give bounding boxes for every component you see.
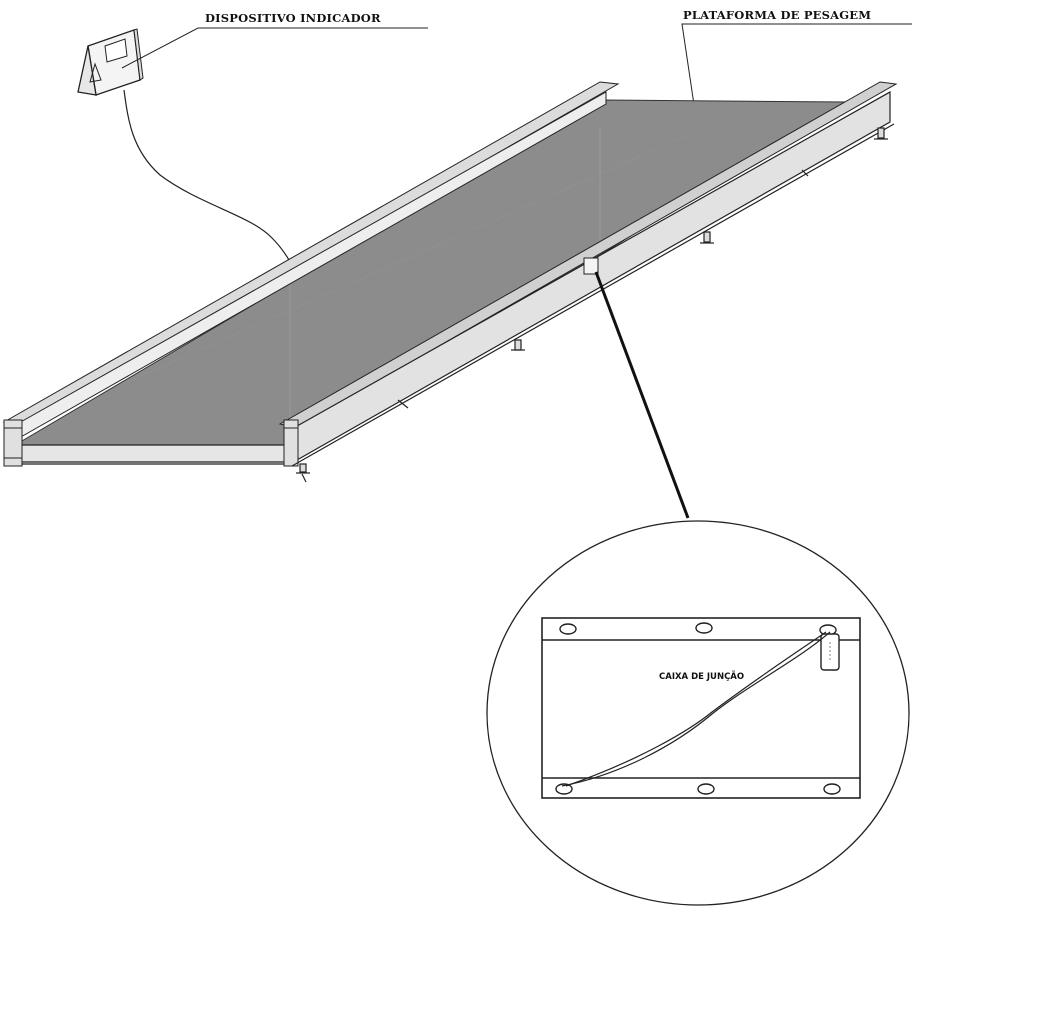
load-cell-mounts bbox=[555, 622, 841, 795]
weighing-platform bbox=[2, 81, 898, 483]
detail-frame bbox=[541, 617, 861, 799]
platform-label: PLATAFORMA DE PESAGEM bbox=[683, 8, 871, 22]
junction-box-label: CAIXA DE JUNÇÃO bbox=[659, 671, 744, 682]
indicator-device bbox=[77, 28, 144, 96]
support-feet bbox=[296, 127, 888, 483]
detail-cable-2 bbox=[561, 631, 831, 787]
indicator-leader-line bbox=[121, 27, 428, 69]
indicator-label: DISPOSITIVO INDICADOR bbox=[205, 11, 381, 25]
detail-cable-1 bbox=[565, 631, 827, 787]
junction-box-detail: CAIXA DE JUNÇÃO bbox=[486, 520, 910, 906]
detail-pointer-line bbox=[594, 271, 690, 519]
front-end-beam bbox=[9, 444, 291, 463]
junction-box-on-beam bbox=[583, 257, 599, 275]
platform-deck bbox=[8, 99, 848, 449]
detail-circle bbox=[486, 520, 910, 906]
indicator-cable bbox=[123, 89, 290, 261]
